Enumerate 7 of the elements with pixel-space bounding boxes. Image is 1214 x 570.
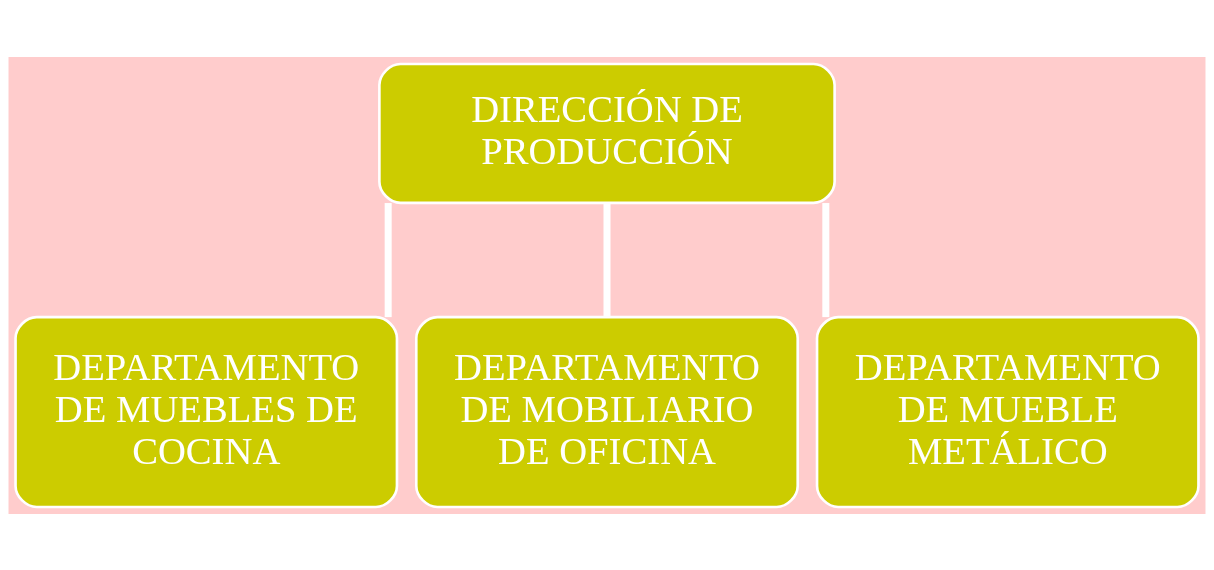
connector: [384, 202, 392, 317]
node-box: DEPARTAMENTO DE MUEBLE METÁLICO: [815, 315, 1200, 508]
connector: [603, 202, 611, 317]
node-box: DEPARTAMENTO DE MUEBLES DE COCINA: [14, 315, 399, 508]
connector: [822, 202, 830, 317]
node-box: DEPARTAMENTO DE MOBILIARIO DE OFICINA: [414, 315, 800, 508]
node-box: DIRECCIÓN DE PRODUCCIÓN: [378, 62, 836, 204]
